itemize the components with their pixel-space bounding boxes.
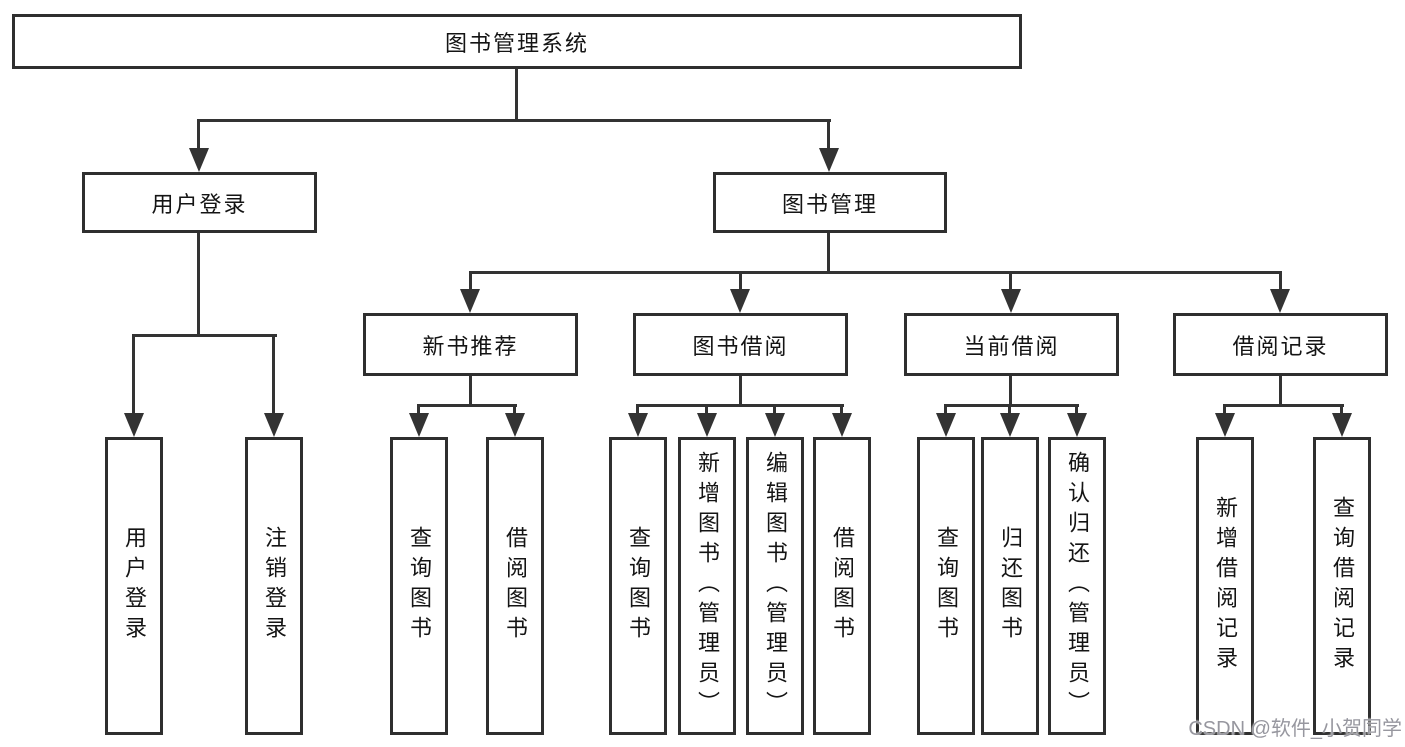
watermark: CSDN @软件_小贺同学 <box>1188 718 1402 740</box>
node-library-management-system: 图书管理系统 <box>12 14 1022 69</box>
connector-drop <box>1223 404 1226 416</box>
arrowhead-icon <box>264 413 284 437</box>
connector-drop <box>705 404 708 416</box>
leaf-query-borrow-record: 查询借阅记录 <box>1313 437 1371 735</box>
leaf-label: 查询图书 <box>934 526 959 646</box>
leaf-label: 新增借阅记录 <box>1213 496 1238 676</box>
leaf-query-books-recommend: 查询图书 <box>390 437 448 735</box>
connector-drop <box>1009 271 1012 293</box>
node-new-book-recommend: 新书推荐 <box>363 313 578 376</box>
connector-drop <box>417 404 420 416</box>
connector-drop <box>132 334 135 415</box>
leaf-query-books-borrowing: 查询图书 <box>609 437 667 735</box>
connector-book-mgmt-drop <box>827 119 830 154</box>
leaf-query-books-current: 查询图书 <box>917 437 975 735</box>
leaf-label: 确认归还（管理员） <box>1065 451 1090 721</box>
connector-rail <box>417 404 517 407</box>
node-label: 图书管理 <box>781 191 878 217</box>
connector-drop <box>773 404 776 416</box>
node-user-login: 用户登录 <box>82 172 317 233</box>
connector-stem <box>469 376 472 407</box>
node-label: 借阅记录 <box>1232 333 1329 359</box>
connector-drop <box>469 271 472 293</box>
leaf-label: 查询图书 <box>407 526 432 646</box>
leaf-borrow-books: 借阅图书 <box>813 437 871 735</box>
node-current-borrowing: 当前借阅 <box>904 313 1119 376</box>
leaf-logout: 注销登录 <box>245 437 303 735</box>
node-book-borrowing: 图书借阅 <box>633 313 848 376</box>
connector-user-login-rail <box>132 334 277 337</box>
arrowhead-icon <box>189 148 209 172</box>
arrowhead-icon <box>819 148 839 172</box>
arrowhead-icon <box>765 413 785 437</box>
connector-rail <box>944 404 1079 407</box>
leaf-confirm-return-admin: 确认归还（管理员） <box>1048 437 1106 735</box>
connector-stem <box>739 376 742 407</box>
connector-drop <box>739 271 742 293</box>
arrowhead-icon <box>124 413 144 437</box>
arrowhead-icon <box>1000 413 1020 437</box>
node-book-management: 图书管理 <box>713 172 947 233</box>
leaf-user-login: 用户登录 <box>105 437 163 735</box>
arrowhead-icon <box>1332 413 1352 437</box>
connector-rail <box>636 404 844 407</box>
arrowhead-icon <box>505 413 525 437</box>
arrowhead-icon <box>936 413 956 437</box>
arrowhead-icon <box>1270 289 1290 313</box>
leaf-borrow-books-recommend: 借阅图书 <box>486 437 544 735</box>
connector-level2-rail <box>197 119 831 122</box>
connector-root-stem <box>515 69 518 119</box>
node-borrowing-records: 借阅记录 <box>1173 313 1388 376</box>
leaf-label: 查询图书 <box>626 526 651 646</box>
arrowhead-icon <box>1215 413 1235 437</box>
connector-level3-rail <box>469 271 1282 274</box>
leaf-label: 归还图书 <box>998 526 1023 646</box>
leaf-label: 查询借阅记录 <box>1330 496 1355 676</box>
leaf-add-books-admin: 新增图书（管理员） <box>678 437 736 735</box>
arrowhead-icon <box>1067 413 1087 437</box>
connector-drop <box>1008 404 1011 416</box>
connector-drop <box>513 404 516 416</box>
arrowhead-icon <box>628 413 648 437</box>
arrowhead-icon <box>1001 289 1021 313</box>
connector-stem <box>1279 376 1282 407</box>
connector-drop <box>1340 404 1343 416</box>
connector-book-mgmt-stem <box>827 233 830 274</box>
node-label: 当前借阅 <box>963 333 1060 359</box>
leaf-add-borrow-record: 新增借阅记录 <box>1196 437 1254 735</box>
leaf-label: 借阅图书 <box>503 526 528 646</box>
leaf-return-books: 归还图书 <box>981 437 1039 735</box>
leaf-label: 编辑图书（管理员） <box>763 451 788 721</box>
leaf-edit-books-admin: 编辑图书（管理员） <box>746 437 804 735</box>
connector-drop <box>840 404 843 416</box>
connector-drop <box>1279 271 1282 293</box>
connector-user-login-stem <box>197 233 200 337</box>
node-label: 图书借阅 <box>692 333 789 359</box>
connector-drop <box>272 334 275 415</box>
leaf-label: 注销登录 <box>262 526 287 646</box>
connector-rail <box>1223 404 1344 407</box>
node-label: 图书管理系统 <box>444 30 589 56</box>
arrowhead-icon <box>832 413 852 437</box>
arrowhead-icon <box>697 413 717 437</box>
connector-stem <box>1009 376 1012 407</box>
arrowhead-icon <box>409 413 429 437</box>
connector-drop <box>1075 404 1078 416</box>
arrowhead-icon <box>730 289 750 313</box>
leaf-label: 借阅图书 <box>830 526 855 646</box>
node-label: 用户登录 <box>151 191 248 217</box>
arrowhead-icon <box>460 289 480 313</box>
leaf-label: 新增图书（管理员） <box>695 451 720 721</box>
node-label: 新书推荐 <box>422 333 519 359</box>
leaf-label: 用户登录 <box>122 526 147 646</box>
connector-drop <box>636 404 639 416</box>
connector-user-login-drop <box>197 119 200 154</box>
connector-drop <box>944 404 947 416</box>
